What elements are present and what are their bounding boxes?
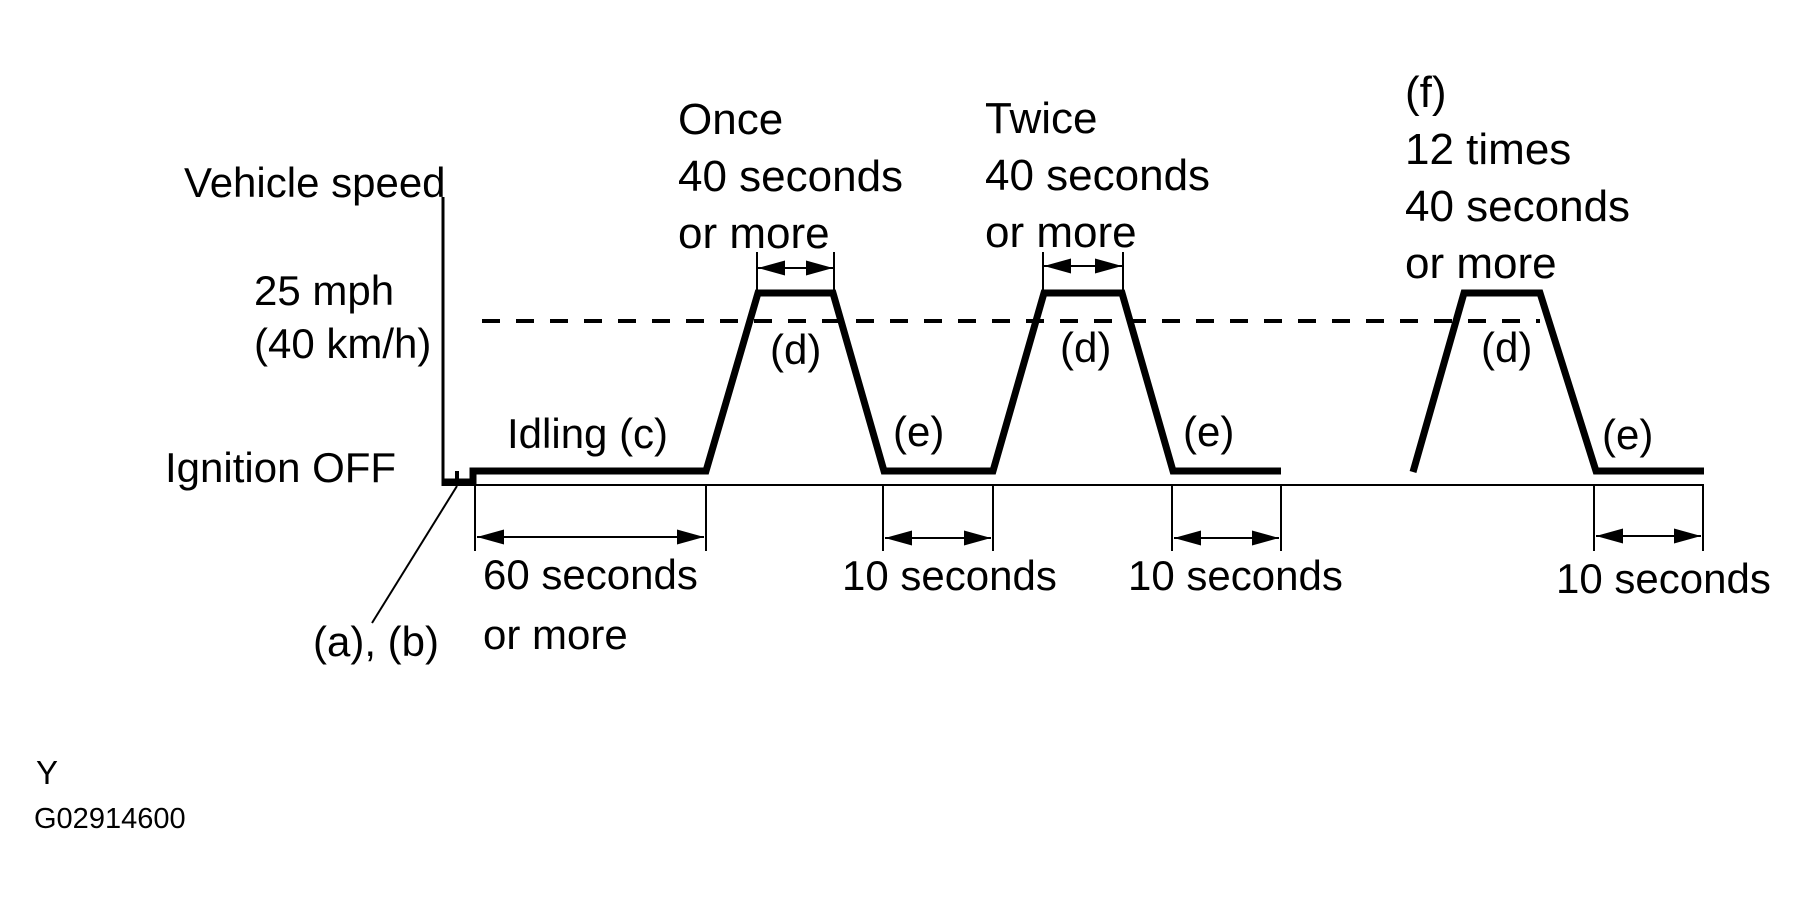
idle-segment-label-2: (e) <box>1183 408 1235 455</box>
drive-peak-label-3: (d) <box>1481 324 1533 371</box>
initial-idle-duration-line1: 60 seconds <box>483 551 698 598</box>
speed-trace-main <box>469 289 1281 485</box>
leader-line-start-note <box>371 485 458 624</box>
twelve-annotation-line2: 12 times <box>1405 125 1572 174</box>
idle-segment-label-1: (e) <box>893 408 945 455</box>
drive-peak-label-2: (d) <box>1060 324 1112 371</box>
twice-annotation-line3: or more <box>985 208 1137 257</box>
twelve-annotation-line4: or more <box>1405 239 1557 288</box>
once-annotation-line2: 40 seconds <box>678 152 904 201</box>
idle-duration-label-1: 10 seconds <box>842 552 1057 599</box>
figure-code: G02914600 <box>34 803 186 835</box>
drive-peak-label-1: (d) <box>770 326 822 373</box>
idle-segment-label-3: (e) <box>1602 411 1654 458</box>
ignition-off-label: Ignition OFF <box>165 444 397 491</box>
once-annotation-line1: Once <box>678 95 784 144</box>
idle-duration-label-3: 10 seconds <box>1556 555 1771 602</box>
idling-label: Idling (c) <box>507 410 669 457</box>
threshold-label-line2: (40 km/h) <box>254 320 432 367</box>
once-annotation-line3: or more <box>678 209 830 258</box>
footer-mark: Y <box>36 754 59 791</box>
twice-annotation-line1: Twice <box>985 94 1098 143</box>
speed-trace-final <box>1409 289 1704 475</box>
idle-duration-label-2: 10 seconds <box>1128 552 1343 599</box>
start-note-label: (a), (b) <box>313 618 439 665</box>
twelve-annotation-line1: (f) <box>1405 68 1447 117</box>
initial-idle-duration-line2: or more <box>483 611 628 658</box>
twice-annotation-line2: 40 seconds <box>985 151 1211 200</box>
y-axis-label: Vehicle speed <box>184 159 446 206</box>
threshold-label-line1: 25 mph <box>254 267 395 314</box>
twelve-annotation-line3: 40 seconds <box>1405 182 1631 231</box>
